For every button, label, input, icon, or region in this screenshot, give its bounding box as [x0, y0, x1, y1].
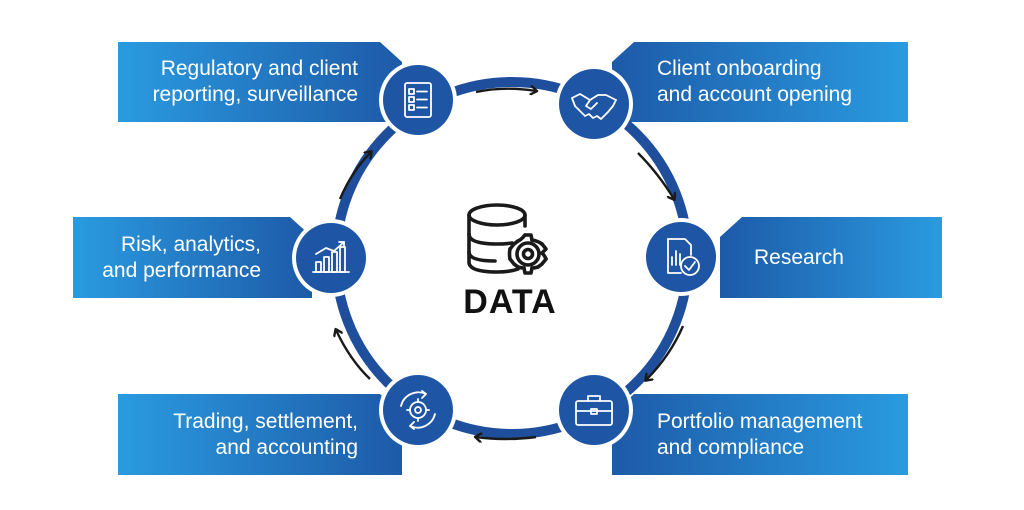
cycle-ring	[331, 77, 693, 439]
stage-label-line: reporting, surveillance	[152, 83, 358, 106]
handshake-icon	[571, 93, 617, 120]
stage-label-line: Client onboarding	[657, 57, 822, 80]
stage-label-onboarding: Client onboarding and account opening	[657, 42, 897, 122]
stage-label-risk: Risk, analytics, and performance	[73, 217, 261, 298]
banner-trading	[118, 394, 402, 475]
cycle-gear-icon	[400, 390, 436, 430]
node-research	[642, 218, 720, 296]
node-portfolio	[555, 371, 633, 449]
stage-label-line: and accounting	[215, 435, 358, 459]
center-data-label: DATA	[463, 283, 557, 321]
banner-portfolio	[612, 394, 908, 475]
arrow-regulatory-to-onboarding	[475, 89, 536, 92]
briefcase-icon	[575, 395, 613, 426]
stage-label-trading: Trading, settlement, and accounting	[118, 394, 358, 475]
stage-label-portfolio: Portfolio management and compliance	[657, 394, 902, 475]
bar-chart-icon	[312, 241, 350, 273]
report-check-icon	[667, 238, 700, 276]
stage-label-line: Regulatory and client	[160, 57, 358, 80]
stage-label-line: Portfolio management	[657, 409, 863, 433]
node-risk	[292, 219, 370, 297]
banner-research	[720, 217, 942, 298]
banner-onboarding	[612, 42, 908, 122]
banner-risk	[73, 217, 312, 298]
stage-label-line: Research	[754, 245, 844, 269]
stage-label-line: Risk, analytics,	[120, 232, 261, 256]
database-gear-icon	[467, 203, 548, 275]
stage-label-line: and performance	[102, 258, 261, 282]
arrow-trading-to-risk	[336, 330, 371, 380]
stage-label-line: and compliance	[657, 435, 805, 459]
arrow-portfolio-to-trading	[476, 437, 537, 439]
node-trading	[379, 371, 457, 449]
arrow-onboarding-to-research	[637, 152, 674, 199]
node-onboarding	[555, 65, 633, 143]
banner-regulatory	[118, 42, 402, 122]
stage-label-regulatory: Regulatory and client reporting, surveil…	[118, 42, 358, 122]
checklist-icon	[404, 82, 432, 118]
arrow-risk-to-regulatory	[338, 152, 371, 200]
stage-label-line: and account opening	[657, 83, 852, 106]
arrow-research-to-portfolio	[646, 325, 685, 380]
node-regulatory	[379, 61, 457, 139]
stage-label-research: Research	[754, 217, 934, 298]
stage-label-line: Trading, settlement,	[173, 409, 358, 433]
